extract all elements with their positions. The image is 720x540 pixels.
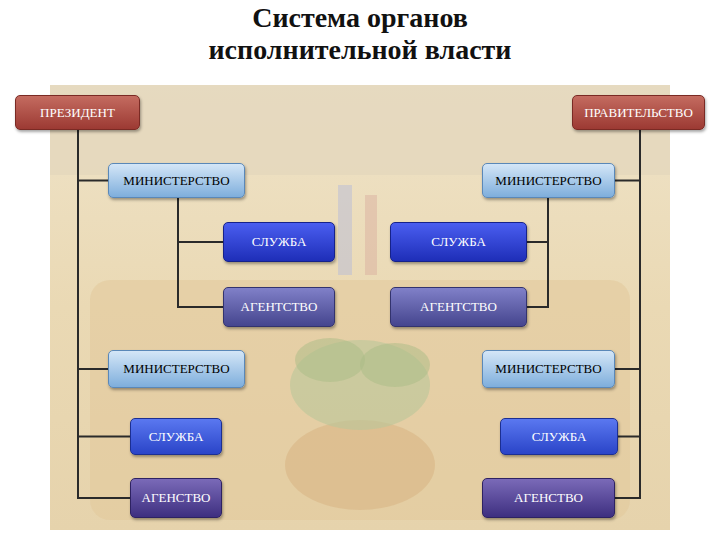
connector-line — [527, 198, 548, 307]
table — [90, 280, 630, 520]
connector-line — [527, 198, 548, 242]
box-label: АГЕНСТВО — [142, 490, 211, 506]
box-label: АГЕНТСТВО — [241, 299, 318, 315]
connector-line — [178, 198, 223, 242]
box-label: СЛУЖБА — [149, 429, 204, 445]
room-background — [50, 85, 670, 530]
org-box: МИНИСТЕРСТВО — [482, 163, 615, 198]
org-box: МИНИСТЕРСТВО — [108, 350, 245, 388]
org-box: СЛУЖБА — [223, 222, 335, 262]
org-box: СЛУЖБА — [390, 222, 527, 262]
org-box: МИНИСТЕРСТВО — [482, 350, 615, 388]
org-box: ПРЕЗИДЕНТ — [15, 95, 140, 130]
plant-pot — [285, 420, 435, 510]
diagram-title: Система органов исполнительной власти — [180, 2, 540, 66]
connector-line — [615, 130, 640, 369]
org-box: МИНИСТЕРСТВО — [108, 163, 245, 198]
flag — [338, 185, 352, 275]
connector-line — [78, 130, 108, 369]
connector-line — [178, 198, 223, 307]
connector-line — [78, 130, 108, 181]
flag — [365, 195, 377, 275]
box-label: СЛУЖБА — [431, 234, 486, 250]
box-label: ПРАВИТЕЛЬСТВО — [584, 105, 693, 121]
box-label: СЛУЖБА — [252, 234, 307, 250]
box-label: СЛУЖБА — [532, 429, 587, 445]
box-label: МИНИСТЕРСТВО — [495, 173, 601, 189]
connector-line — [618, 130, 640, 437]
plant-leaves — [360, 343, 430, 387]
box-label: МИНИСТЕРСТВО — [495, 361, 601, 377]
org-box: АГЕНСТВО — [482, 478, 615, 518]
org-box: ПРАВИТЕЛЬСТВО — [572, 95, 705, 130]
org-box: АГЕНТСТВО — [223, 287, 335, 327]
plant-leaves — [295, 338, 365, 382]
connector-line — [615, 130, 640, 181]
box-label: ПРЕЗИДЕНТ — [40, 105, 115, 121]
box-label: АГЕНСТВО — [514, 490, 583, 506]
connector-line — [615, 130, 640, 498]
box-label: МИНИСТЕРСТВО — [123, 361, 229, 377]
box-label: МИНИСТЕРСТВО — [123, 173, 229, 189]
box-label: АГЕНТСТВО — [420, 299, 497, 315]
org-box: СЛУЖБА — [130, 418, 222, 455]
org-box: АГЕНСТВО — [130, 478, 222, 518]
org-box: СЛУЖБА — [500, 418, 618, 455]
org-box: АГЕНТСТВО — [390, 287, 527, 327]
